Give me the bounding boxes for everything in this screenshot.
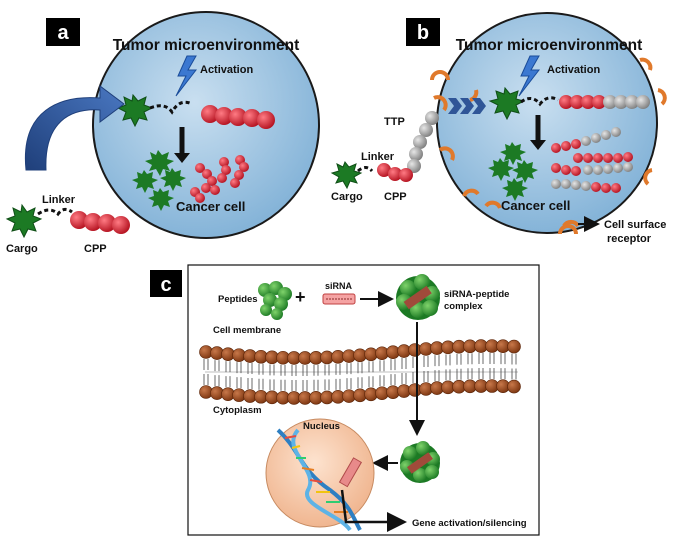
membrane-lower-layer xyxy=(199,368,521,405)
peptides-label: Peptides xyxy=(218,294,258,305)
lightning-icon-b xyxy=(518,55,541,97)
activation-label-b: Activation xyxy=(547,64,600,76)
gene-arrow xyxy=(340,489,407,532)
cytoplasm-label: Cytoplasm xyxy=(213,405,262,416)
complex-label-line1: siRNA-peptide xyxy=(444,289,509,300)
membrane-upper-layer xyxy=(199,339,521,376)
linker-dashes xyxy=(149,100,193,115)
receptors-b xyxy=(430,57,667,228)
receptor-label-line1: Cell surface xyxy=(604,219,666,231)
degraded-cpp-a xyxy=(190,155,249,203)
receptor-legend-icon xyxy=(558,224,578,235)
tumor-title-a: Tumor microenvironment xyxy=(113,37,300,54)
activation-label-a: Activation xyxy=(200,64,253,76)
dna-helix-icon xyxy=(276,428,363,532)
linker-outside-a xyxy=(37,207,73,217)
panel-c: c Peptides + siRNA siRNA-peptide complex… xyxy=(150,264,540,536)
chevron-arrows-icon xyxy=(448,98,486,114)
cpp-outside-b xyxy=(377,163,413,182)
panel-b-letter-box xyxy=(406,18,440,46)
entry-arrow-icon xyxy=(24,85,125,171)
panel-a: a Tumor microenvironment Activation xyxy=(5,11,320,255)
linker-outside-b xyxy=(357,166,374,173)
cargo-label-b: Cargo xyxy=(331,191,363,203)
cpp-label-a: CPP xyxy=(84,243,107,255)
complex-label-line2: complex xyxy=(444,301,483,312)
sirna-peptide-complex-icon xyxy=(396,274,440,320)
cargo-star-outside-b xyxy=(330,161,363,190)
cpp-ttp-chain-b xyxy=(559,95,650,109)
cargo-star-icon xyxy=(116,93,154,128)
tumor-title-b: Tumor microenvironment xyxy=(456,37,643,54)
cancer-cell-label-a: Cancer cell xyxy=(176,199,245,214)
cpp-label-b: CPP xyxy=(384,191,407,203)
lightning-icon xyxy=(175,55,198,97)
cargo-star-b xyxy=(488,86,526,121)
panel-a-letter-box xyxy=(46,18,80,46)
linker-label-a: Linker xyxy=(42,194,76,206)
cell-membrane-label: Cell membrane xyxy=(213,325,281,336)
peptides-icon xyxy=(258,281,292,320)
linker-label-b: Linker xyxy=(361,151,395,163)
degraded-chains-b xyxy=(551,127,633,193)
panel-c-letter-box xyxy=(150,270,182,297)
released-cargo-a xyxy=(132,150,186,211)
receptor-label-line2: receptor xyxy=(607,233,652,245)
cargo-star-outside-a xyxy=(5,203,43,239)
panel-b: b Tumor microenvironment Activation xyxy=(330,12,667,245)
ttp-label-b: TTP xyxy=(384,116,405,128)
cpp-outside-a xyxy=(70,211,130,234)
panel-b-letter: b xyxy=(417,22,429,44)
complex-cytoplasm-icon xyxy=(400,441,440,483)
nucleus-label: Nucleus xyxy=(303,421,340,432)
linker-b xyxy=(520,96,559,107)
ttp-chain-outside xyxy=(407,111,439,173)
panel-c-letter: c xyxy=(160,274,171,296)
released-cargo-b xyxy=(488,142,538,201)
cancer-cell-label-b: Cancer cell xyxy=(501,198,570,213)
panel-a-letter: a xyxy=(57,22,69,44)
sirna-label: siRNA xyxy=(325,281,353,291)
plus-sign: + xyxy=(295,287,306,307)
cpp-chain-a xyxy=(201,105,275,129)
cancer-cell-b xyxy=(436,12,658,234)
cargo-label-a: Cargo xyxy=(6,243,38,255)
gene-activation-label: Gene activation/silencing xyxy=(412,518,527,529)
